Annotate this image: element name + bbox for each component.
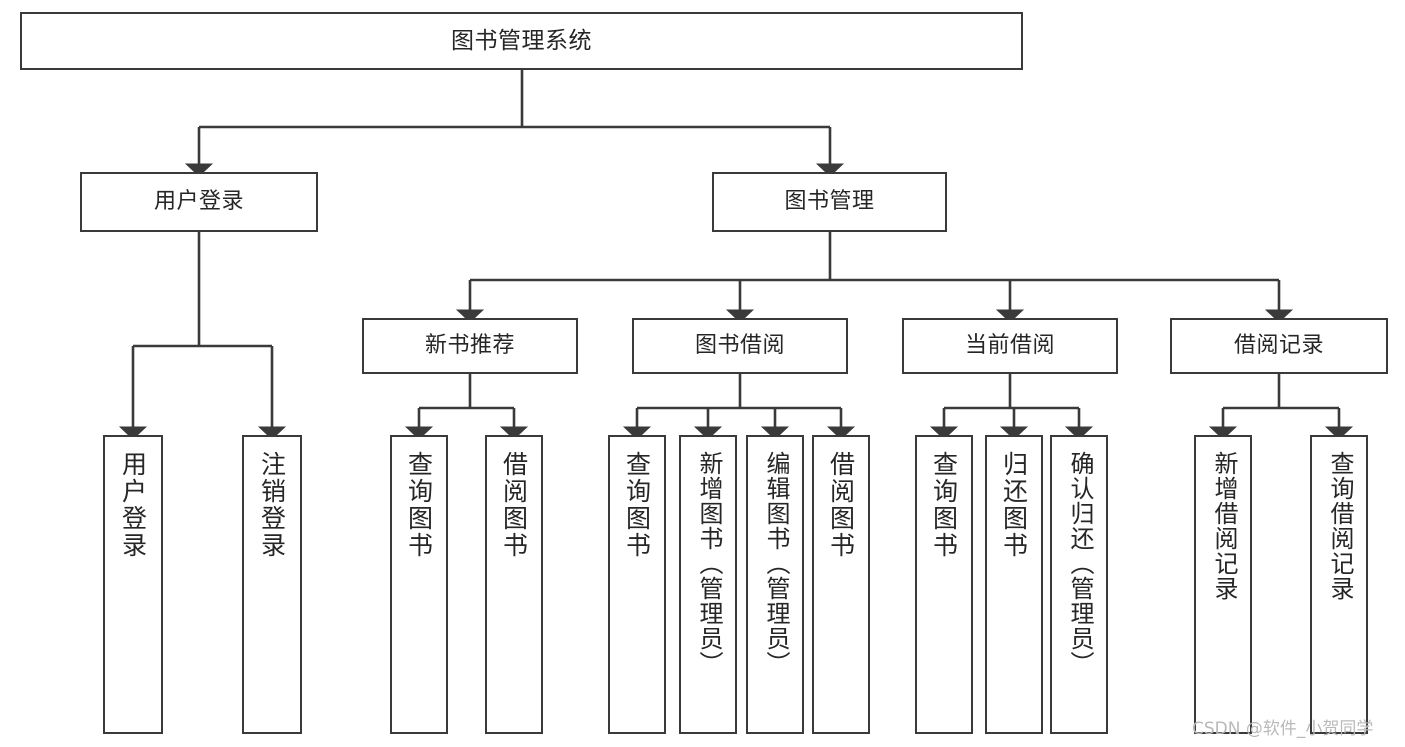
node-label: 查询借阅记录 [1325,451,1354,601]
node-label: 当前借阅 [964,332,1055,358]
node-label: 图书管理 [784,188,875,214]
node-label: 图书借阅 [694,332,785,358]
node-l13[interactable]: 查询借阅记录 [1310,435,1368,734]
node-l7[interactable]: 编辑图书（管理员） [746,435,804,734]
node-l9[interactable]: 查询图书 [915,435,973,734]
node-label: 查询图书 [929,451,959,559]
node-current[interactable]: 当前借阅 [902,318,1118,374]
node-label: 查询图书 [622,451,652,559]
node-label: 归还图书 [999,451,1029,559]
node-label: 借阅图书 [499,451,529,559]
node-label: 编辑图书（管理员） [761,451,790,676]
node-l11[interactable]: 确认归还（管理员） [1050,435,1108,734]
node-records[interactable]: 借阅记录 [1170,318,1388,374]
node-label: 确认归还（管理员） [1065,451,1094,676]
node-l8[interactable]: 借阅图书 [812,435,870,734]
node-l6[interactable]: 新增图书（管理员） [679,435,737,734]
node-l12[interactable]: 新增借阅记录 [1194,435,1252,734]
node-borrow[interactable]: 图书借阅 [632,318,848,374]
node-label: 图书管理系统 [451,27,592,54]
node-l3[interactable]: 查询图书 [390,435,448,734]
node-bookmgmt[interactable]: 图书管理 [712,172,947,232]
node-label: 注销登录 [257,451,287,559]
node-label: 新书推荐 [424,332,515,358]
node-l1[interactable]: 用户登录 [103,435,163,734]
node-label: 新增图书（管理员） [694,451,723,676]
node-root[interactable]: 图书管理系统 [20,12,1023,70]
node-label: 用户登录 [118,451,148,559]
node-login[interactable]: 用户登录 [80,172,318,232]
node-l5[interactable]: 查询图书 [608,435,666,734]
node-label: 借阅记录 [1233,332,1324,358]
node-label: 借阅图书 [826,451,856,559]
node-newbook[interactable]: 新书推荐 [362,318,578,374]
watermark-credit: CSDN @软件_小贺同学 [1192,719,1374,739]
node-label: 查询图书 [404,451,434,559]
node-label: 用户登录 [153,188,244,214]
node-label: 新增借阅记录 [1209,451,1238,601]
node-l4[interactable]: 借阅图书 [485,435,543,734]
node-l10[interactable]: 归还图书 [985,435,1043,734]
node-l2[interactable]: 注销登录 [242,435,302,734]
